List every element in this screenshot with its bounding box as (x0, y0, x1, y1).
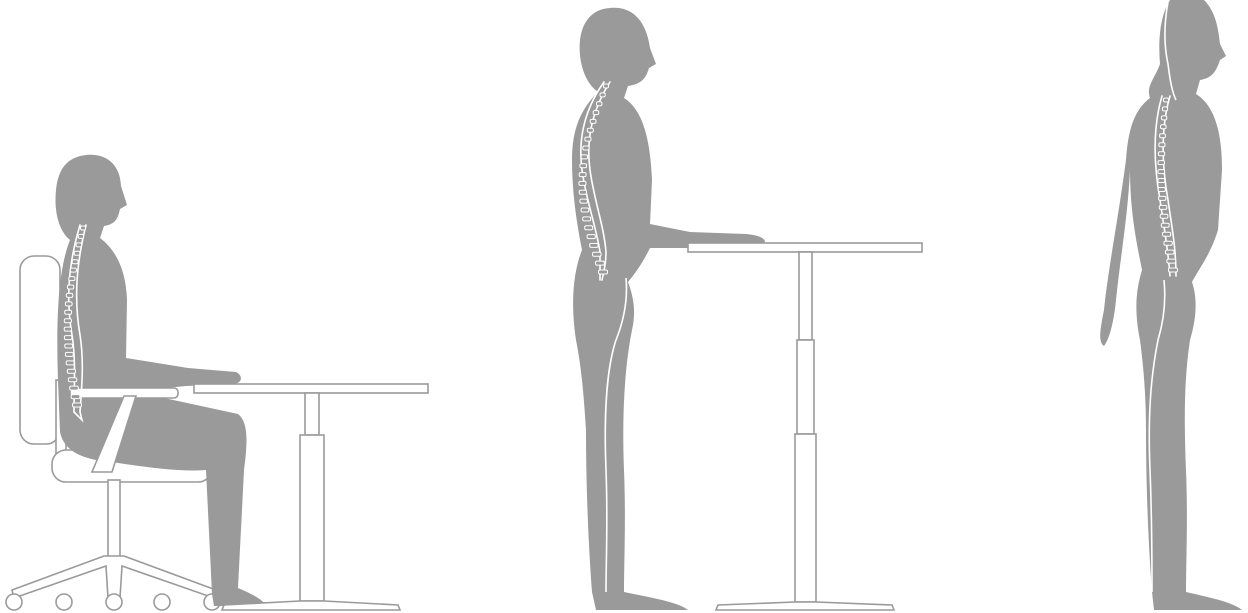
chair-backrest (20, 256, 60, 444)
vertebra (1164, 241, 1172, 245)
vertebra (1160, 134, 1166, 138)
vertebra (1159, 143, 1165, 147)
vertebra (72, 260, 78, 264)
vertebra (583, 217, 591, 221)
vertebra (587, 128, 593, 132)
desk-low-top (194, 384, 428, 393)
vertebra (1158, 161, 1165, 165)
chair-column (108, 480, 120, 560)
desk-high-upper-leg (799, 252, 812, 340)
seated-scene (6, 155, 428, 610)
vertebra (73, 403, 82, 407)
vertebra (65, 344, 73, 348)
vertebra (590, 119, 596, 123)
standing-figure-silhouette (1100, 0, 1242, 610)
vertebra (593, 111, 599, 115)
vertebra (579, 173, 586, 177)
standing-scene (1100, 0, 1242, 610)
vertebra (81, 226, 86, 230)
vertebra (64, 319, 71, 323)
vertebra (66, 293, 73, 297)
vertebra (74, 251, 80, 255)
vertebra (1158, 188, 1165, 192)
vertebra (70, 386, 79, 390)
vertebra (71, 395, 80, 399)
vertebra (67, 369, 75, 373)
vertebra (65, 352, 73, 356)
chair-caster (56, 594, 72, 610)
vertebra (1160, 214, 1168, 218)
vertebra (69, 277, 75, 281)
vertebra (579, 181, 586, 185)
vertebra (596, 261, 605, 265)
vertebra (64, 336, 72, 340)
vertebra (599, 270, 608, 274)
seated-figure-silhouette (56, 155, 266, 606)
vertebra (1164, 98, 1169, 102)
vertebra (581, 208, 589, 212)
desk-low-lower-leg (300, 435, 324, 601)
standing-desk-scene (572, 8, 922, 610)
desk-high-middle-leg (797, 340, 814, 434)
vertebra (1163, 232, 1171, 236)
chair-caster (6, 594, 22, 610)
vertebra (64, 327, 71, 331)
vertebra (1159, 205, 1167, 209)
vertebra (68, 378, 76, 382)
vertebra (590, 243, 598, 247)
vertebra (587, 235, 595, 239)
vertebra (600, 93, 605, 97)
chair-caster (154, 594, 170, 610)
desk-high (688, 243, 922, 610)
vertebra (597, 102, 602, 106)
vertebra (1158, 179, 1165, 183)
desk-low-upper-leg (305, 393, 319, 435)
vertebra (1165, 250, 1174, 254)
vertebra (1161, 116, 1166, 120)
vertebra (1162, 107, 1167, 111)
desk-high-top (688, 243, 922, 252)
vertebra (583, 146, 589, 150)
vertebra (65, 310, 72, 314)
desk-high-lower-leg (795, 434, 816, 602)
vertebra (579, 190, 586, 194)
vertebra (581, 155, 588, 159)
vertebra (65, 302, 72, 306)
chair-base (12, 556, 216, 598)
vertebra (1158, 152, 1164, 156)
vertebra (70, 268, 76, 272)
vertebra (78, 234, 83, 238)
vertebra (585, 137, 591, 141)
vertebra (580, 164, 587, 168)
vertebra (67, 285, 73, 289)
vertebra (593, 252, 602, 256)
vertebra (1159, 196, 1166, 200)
vertebra (1158, 170, 1165, 174)
chair-caster (106, 594, 122, 610)
vertebra (76, 243, 81, 247)
desk-high-foot (716, 602, 894, 610)
vertebra (66, 361, 74, 365)
vertebra (1167, 259, 1176, 263)
vertebra (585, 226, 593, 230)
vertebra (580, 199, 588, 203)
vertebra (1169, 268, 1178, 272)
vertebra (604, 84, 609, 88)
vertebra (1161, 223, 1169, 227)
vertebra (1161, 125, 1167, 129)
